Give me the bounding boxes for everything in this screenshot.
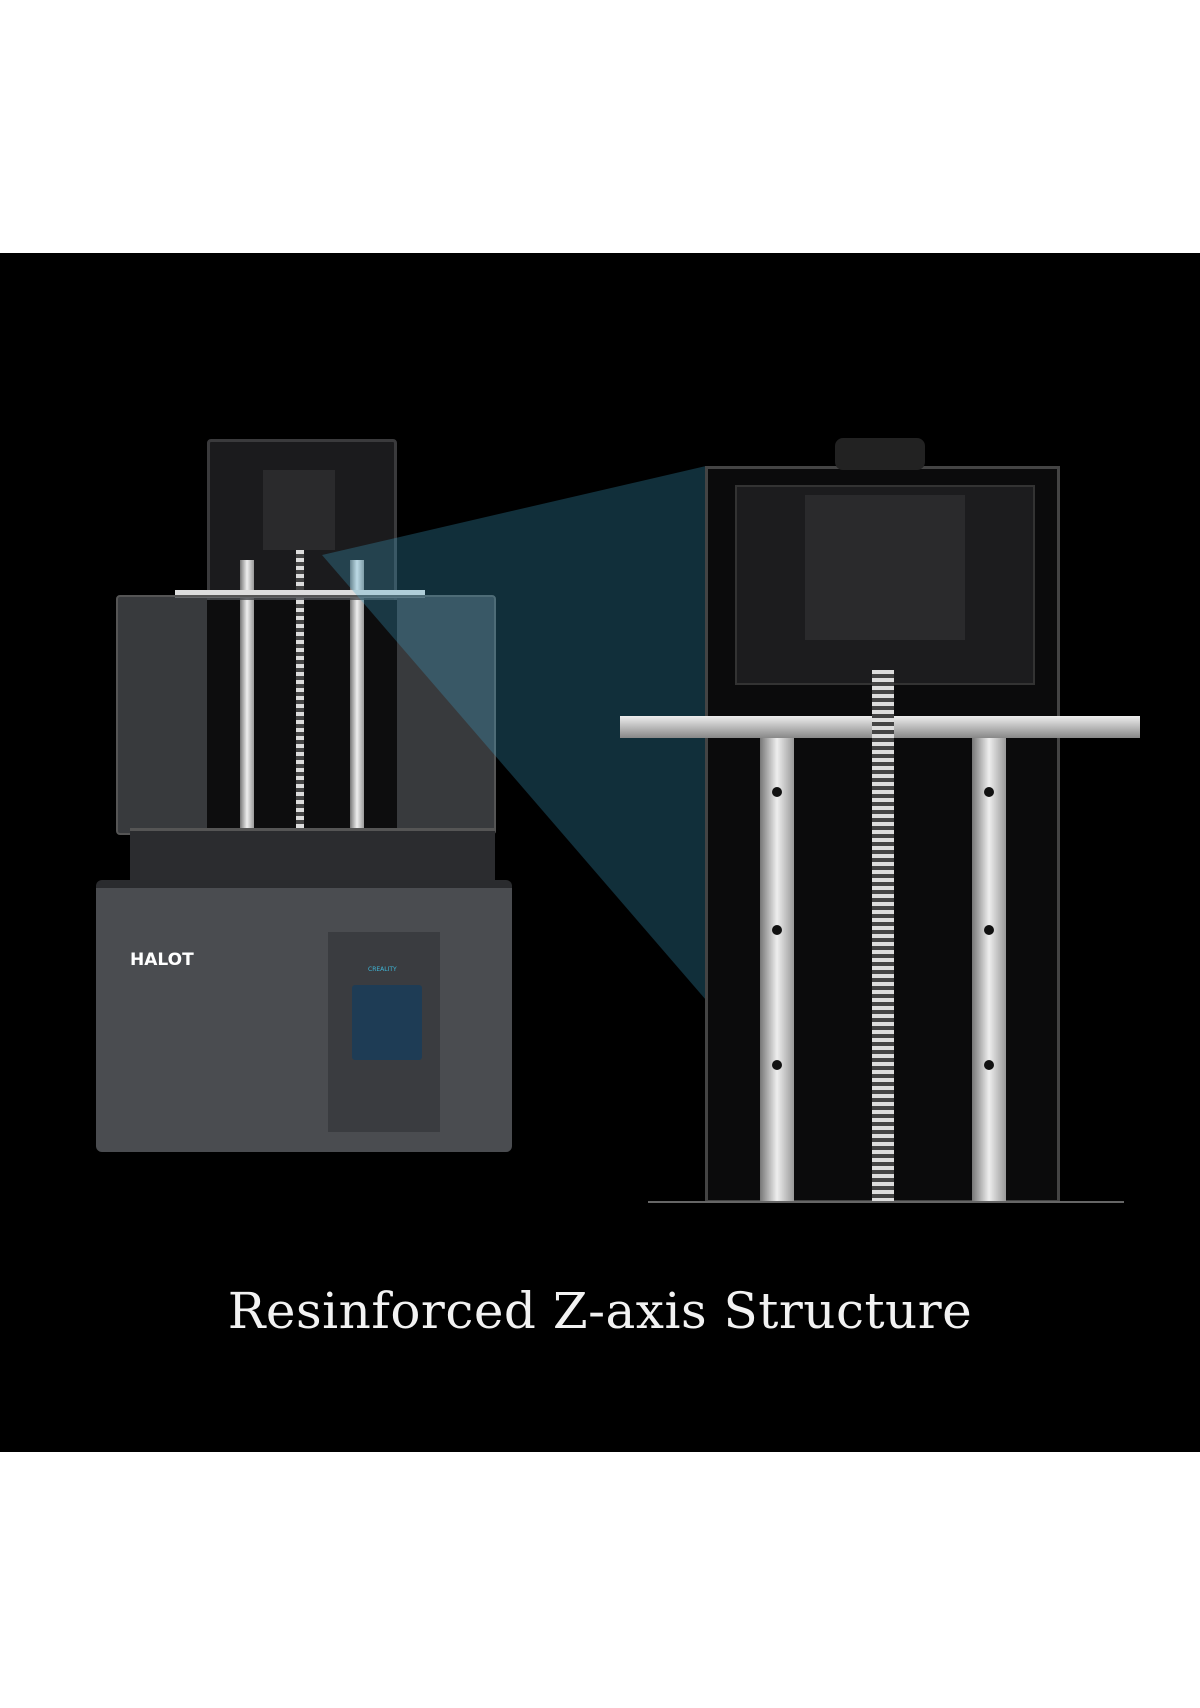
linear-rail-right <box>972 738 1006 1203</box>
panel-logo: CREALITY <box>368 966 397 973</box>
knob <box>835 438 925 470</box>
motor-block <box>263 470 335 550</box>
caption: Resinforced Z-axis Structure <box>227 1282 973 1340</box>
lead-screw <box>872 670 894 1203</box>
build-plate <box>175 590 425 598</box>
brand-logo: HALOT <box>130 950 194 970</box>
touch-screen <box>352 985 422 1060</box>
linear-rail-left <box>760 738 794 1203</box>
printer-base <box>96 880 512 1152</box>
